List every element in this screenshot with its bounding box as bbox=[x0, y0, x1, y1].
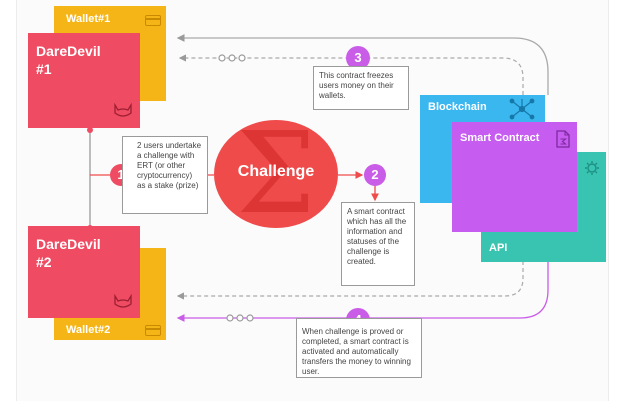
darededevil-2-box: DareDevil #2 bbox=[28, 226, 140, 318]
gear-icon bbox=[585, 161, 599, 175]
smart-contract-label: Smart Contract bbox=[460, 132, 540, 144]
api-label: API bbox=[489, 242, 508, 254]
blockchain-label: Blockchain bbox=[428, 101, 487, 113]
wallet-card-icon bbox=[145, 15, 161, 26]
wallet-2-label: Wallet#2 bbox=[66, 324, 111, 336]
challenge-circle: Σ Challenge bbox=[214, 114, 338, 234]
darededevil-1-name: DareDevil bbox=[36, 43, 101, 59]
devil-mask-icon bbox=[114, 294, 132, 308]
challenge-label: Challenge bbox=[237, 163, 315, 180]
darededevil-2-name: DareDevil bbox=[36, 236, 101, 252]
step-3-note: This contract freezes users money on the… bbox=[313, 66, 409, 110]
step-2-badge: 2 bbox=[364, 164, 386, 186]
darededevil-2-number: #2 bbox=[36, 254, 52, 270]
darededevil-1-box: DareDevil #1 bbox=[28, 33, 140, 128]
smart-contract-box: Smart Contract bbox=[452, 122, 577, 232]
link-dot-top bbox=[87, 127, 93, 133]
step-1-note: 2 users undertake a challenge with ERT (… bbox=[122, 136, 208, 214]
darededevil-1-number: #1 bbox=[36, 61, 52, 77]
network-nodes-icon bbox=[509, 98, 535, 120]
step-2-note: A smart contract which has all the infor… bbox=[341, 202, 415, 286]
sigma-icon: Σ bbox=[236, 109, 316, 239]
wallet-1-label: Wallet#1 bbox=[66, 13, 111, 25]
step-4-note: When challenge is proved or completed, a… bbox=[296, 318, 422, 378]
devil-mask-icon bbox=[114, 103, 132, 117]
wallet-card-icon bbox=[145, 325, 161, 336]
document-icon bbox=[556, 130, 570, 148]
